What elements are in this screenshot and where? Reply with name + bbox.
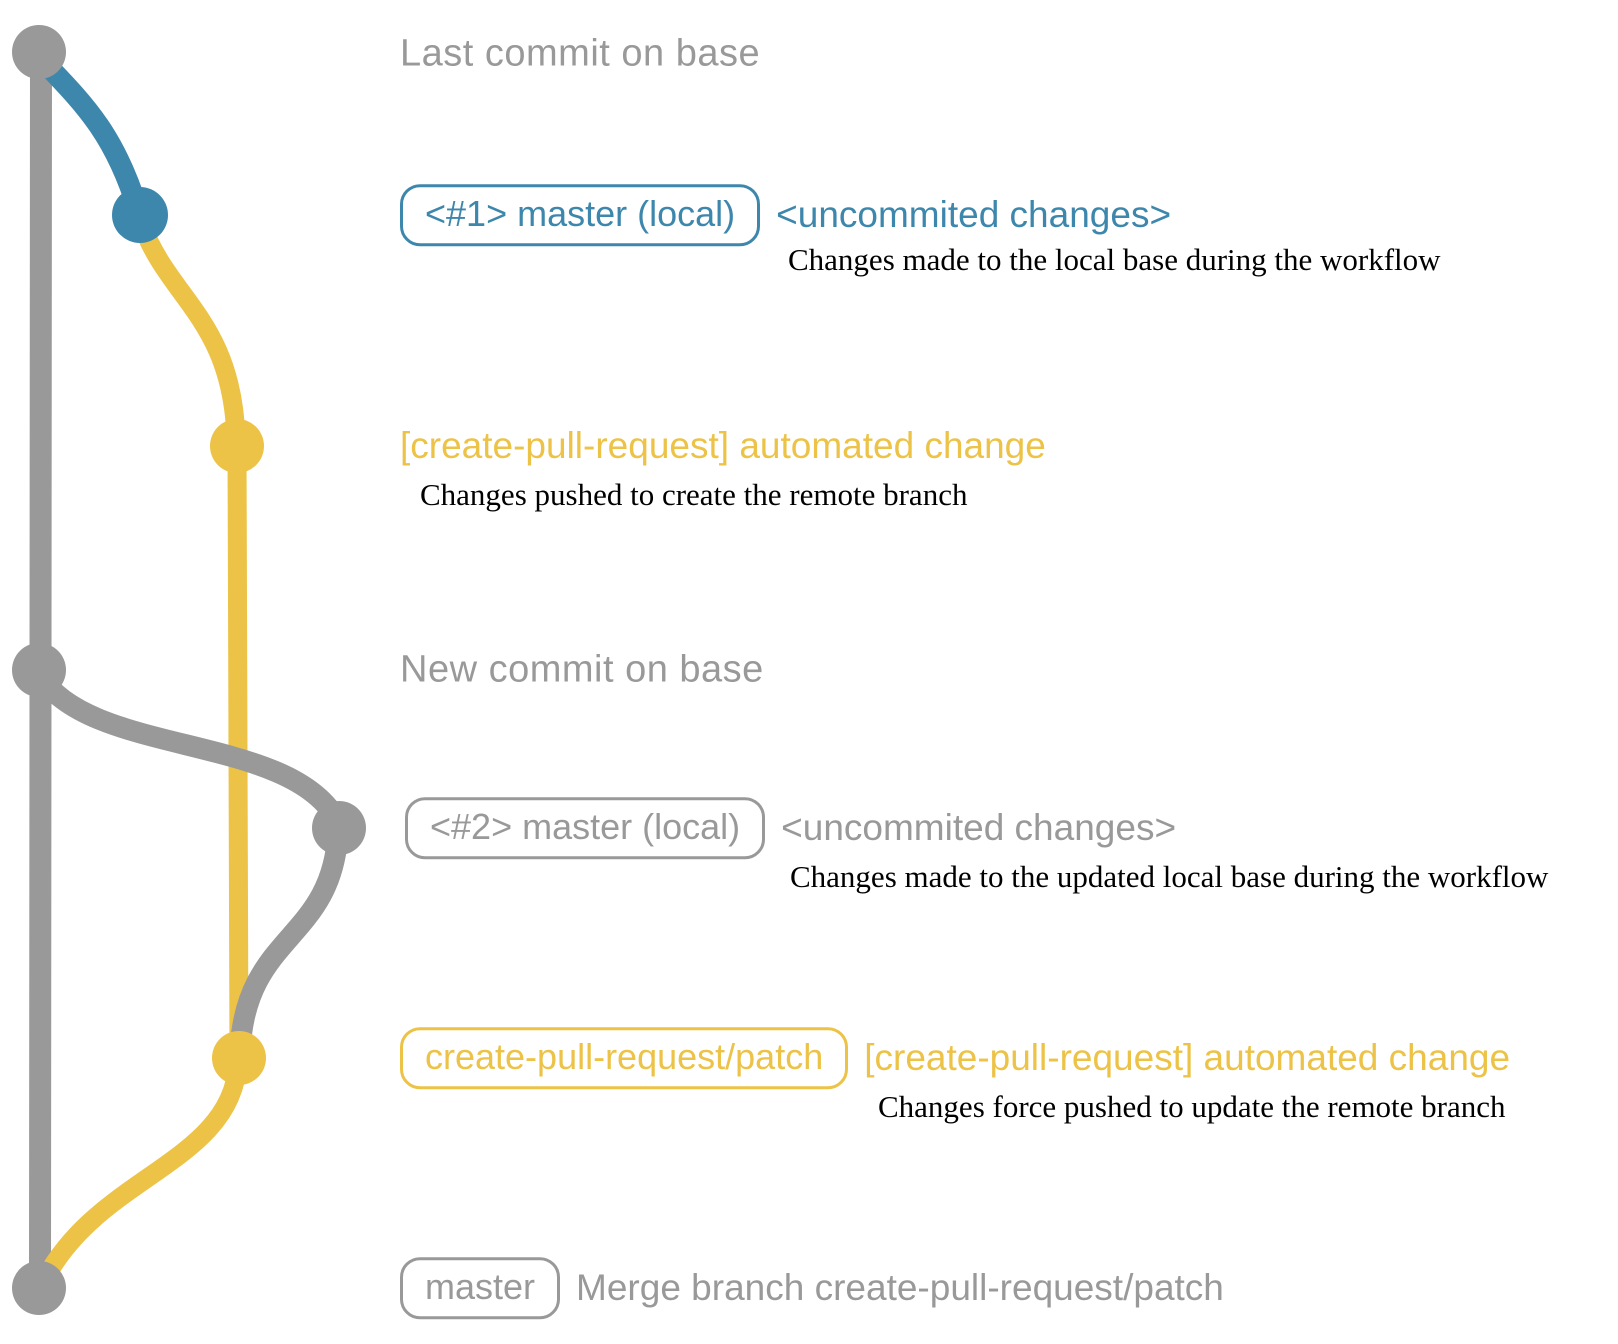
rebase-curve [29, 664, 349, 833]
commit2-message: <uncommited changes> [781, 807, 1177, 848]
branch-badge-master-local-1: <#1> master (local) [400, 184, 761, 246]
remote1-message: [create-pull-request] automated change [400, 425, 1046, 466]
row-commit1: <#1> master (local) <uncommited changes> [400, 184, 1171, 246]
row-new-commit: New commit on base [400, 649, 764, 692]
row-commit2: <#2> master (local) <uncommited changes> [405, 797, 1176, 859]
commit1-caption: Changes made to the local base during th… [788, 242, 1441, 277]
commit-dot-remote-2 [212, 1031, 266, 1085]
commit-dot-local-2 [312, 801, 366, 855]
commit-dot-merge [12, 1261, 66, 1315]
branch-badge-master-local-2: <#2> master (local) [405, 797, 766, 859]
last-commit-label: Last commit on base [400, 32, 761, 75]
commit-dot-local-1 [112, 187, 168, 243]
force-push-curve [229, 821, 349, 1063]
merge-message: Merge branch create-pull-request/patch [576, 1267, 1224, 1308]
branch-badge-create-pull-request-patch: create-pull-request/patch [400, 1027, 849, 1089]
commit-dot-new-base [12, 643, 66, 697]
local-branch-curve [33, 51, 149, 221]
row-last-commit: Last commit on base [400, 33, 760, 76]
new-commit-label: New commit on base [400, 648, 764, 691]
merge-curve [32, 1052, 248, 1295]
branch-badge-master: master [400, 1257, 561, 1319]
remote1-caption: Changes pushed to create the remote bran… [420, 477, 968, 512]
commit2-caption: Changes made to the updated local base d… [790, 859, 1549, 894]
commit-dot-remote-1 [210, 419, 264, 473]
remote-branch-curve-top [132, 215, 246, 448]
remote2-message: [create-pull-request] automated change [864, 1037, 1511, 1078]
row-remote1: [create-pull-request] automated change [400, 425, 1046, 467]
remote2-caption: Changes force pushed to update the remot… [878, 1089, 1506, 1124]
commit1-message: <uncommited changes> [776, 194, 1172, 235]
row-merge: master Merge branch create-pull-request/… [400, 1257, 1224, 1319]
row-remote2: create-pull-request/patch [create-pull-r… [400, 1027, 1510, 1089]
commit-dot-last-base [12, 25, 66, 79]
